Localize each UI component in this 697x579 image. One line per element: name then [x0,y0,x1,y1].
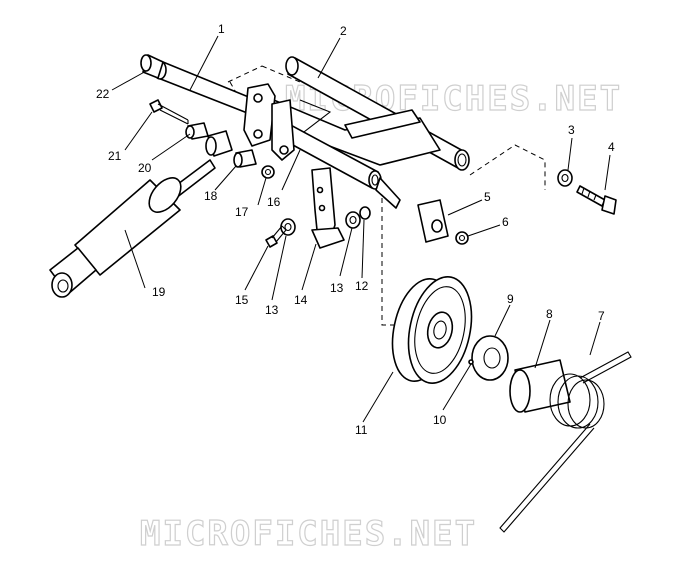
part-10-pin [468,359,474,365]
callout-9: 9 [507,292,514,306]
part-21-bolt [149,99,189,125]
part-7-torsion-spring [499,351,632,533]
part-18-bushing [233,149,257,168]
callout-5: 5 [484,190,491,204]
part-11-idler-wheel [391,276,473,384]
callout-4: 4 [608,140,615,154]
watermark-bottom: MICROFICHES.NET [140,514,477,554]
callout-22: 22 [96,87,110,101]
callout-10: 10 [433,413,447,427]
leader-lines [111,35,611,423]
part-3-washer [557,169,573,187]
part-20-spacer [185,122,233,157]
callout-1: 1 [218,22,225,36]
part-6-nut [455,231,469,245]
left-side-plate [243,83,295,161]
callout-21: 21 [108,149,122,163]
callout-8: 8 [546,307,553,321]
callout-19: 19 [152,285,166,299]
part-12-bushing [359,206,371,220]
callout-18: 18 [204,189,218,203]
part-8-spring-sleeve [509,359,571,413]
part-17-nut [261,165,275,179]
callout-12: 12 [355,279,369,293]
callout-3: 3 [568,123,575,137]
part-19-shock-absorber [49,159,216,298]
callout-20: 20 [138,161,152,175]
callout-17: 17 [235,205,249,219]
part-13-washer-right [345,211,361,229]
callout-14: 14 [294,293,308,307]
callout-6: 6 [502,215,509,229]
callout-13-left: 13 [265,303,279,317]
part-4-bolt [576,185,617,215]
assembly-dashed-line-right [469,144,546,190]
part-5-bracket [417,199,449,243]
callout-7: 7 [598,309,605,323]
callout-13-right: 13 [330,281,344,295]
part-9-spacer-ring [471,335,509,381]
callout-15: 15 [235,293,249,307]
callout-2: 2 [340,24,347,38]
callout-16: 16 [267,195,281,209]
part-15-bolt [265,225,287,248]
part-14-center-bracket [311,167,345,249]
callout-11: 11 [355,423,368,437]
